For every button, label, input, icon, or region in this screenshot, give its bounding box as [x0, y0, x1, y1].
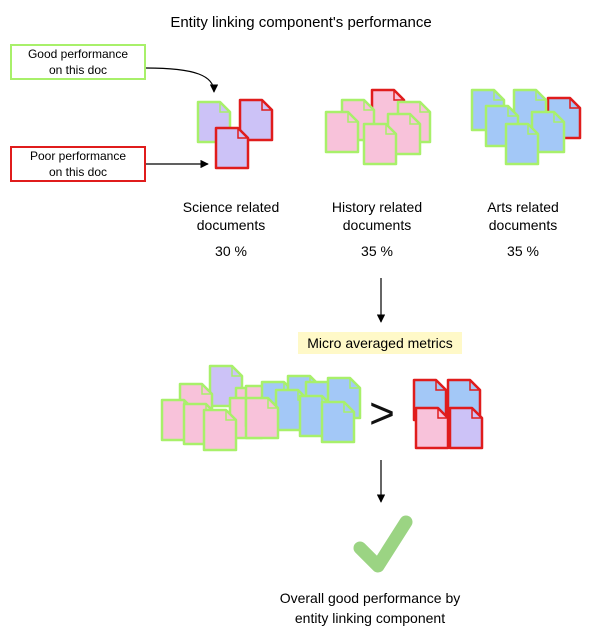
science-category-label: Science related documents	[182, 199, 280, 233]
history-doc-good	[324, 110, 360, 154]
history-category-label: History related documents	[331, 199, 423, 233]
good-legend-arrow	[145, 67, 219, 93]
check-icon	[353, 515, 413, 573]
legend-good-performance: Good performance on this doc	[10, 44, 146, 80]
legend-poor-performance: Poor performance on this doc	[10, 146, 146, 182]
document-icons-group	[160, 88, 582, 452]
micro-averaged-label: Micro averaged metrics	[298, 332, 462, 354]
combined-doc-poor	[414, 406, 450, 450]
arts-percentage: 35 %	[507, 243, 539, 259]
history-percentage: 35 %	[361, 243, 393, 259]
combined-doc-good	[202, 408, 238, 452]
science-percentage: 30 %	[215, 243, 247, 259]
science-doc-poor	[214, 126, 250, 170]
comparison-symbol: >	[369, 389, 395, 438]
final-conclusion-label: Overall good performance by entity linki…	[279, 590, 461, 626]
legend-poor-text: Poor performance on this doc	[29, 149, 127, 179]
combined-doc-good	[320, 400, 356, 444]
history-doc-good	[362, 122, 398, 166]
arts-category-label: Arts related documents	[487, 199, 559, 233]
combined-doc-poor	[448, 406, 484, 450]
arts-doc-good	[504, 122, 540, 166]
diagram-title: Entity linking component's performance	[170, 14, 432, 31]
combined-doc-good	[244, 396, 280, 440]
legend-good-text: Good performance on this doc	[27, 47, 129, 77]
